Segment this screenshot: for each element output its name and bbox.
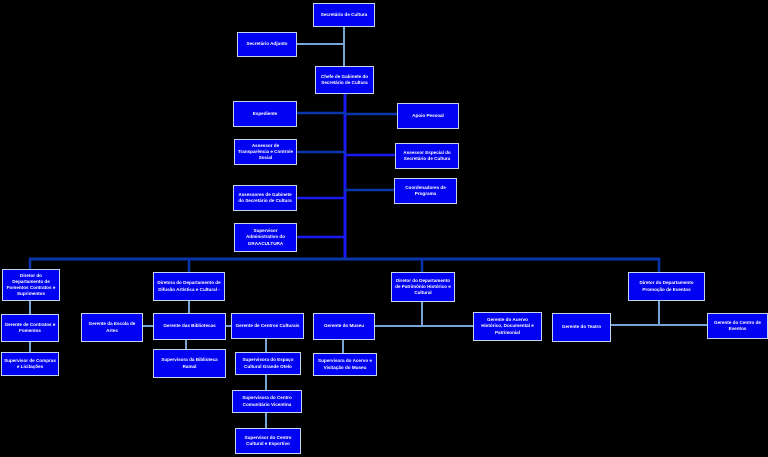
node-gerente-centro-eventos: Gerente do Centro de Eventos (707, 313, 768, 339)
node-apoio-pessoal: Apoio Pessoal (397, 103, 459, 129)
node-gerente-teatro: Gerente do Teatro (552, 313, 611, 342)
node-secretario-de-cultura: Secretário de Cultura (313, 3, 375, 27)
node-supervisora-espaco-cultural: Supervisora do Espaço Cultural Grande Ot… (235, 352, 301, 375)
node-chefe-de-gabinete: Chefe de Gabinete do Secretário de Cultu… (315, 66, 374, 94)
node-secretario-adjunto: Secretário Adjunto (237, 32, 297, 57)
node-diretor-patrimonio: Diretor do Departamento de Patrimônio Hi… (391, 272, 455, 302)
node-assessor-transparencia: Assessor de Transparência e Controle Soc… (234, 139, 297, 165)
node-supervisor-administrativo: Supervisor Administrativo do GRAACULTURA (234, 223, 297, 252)
node-expediente: Expediente (233, 101, 297, 127)
node-gerente-museu: Gerente do Museu (313, 313, 375, 340)
node-diretor-promocao: Diretor do Departamento Promoção de Even… (628, 272, 705, 301)
node-assessores-gabinete: Assessores de Gabinete do Secretário de … (233, 185, 297, 211)
node-diretora-difusao: Diretora do Departamento de Difusão Artí… (153, 272, 225, 301)
node-supervisor-compras: Supervisor de Compras e Licitações (1, 352, 59, 376)
node-supervisora-biblioteca-ramal: Supervisora da Biblioteca Ramal (153, 349, 226, 378)
node-gerente-bibliotecas: Gerente das Bibliotecas (153, 313, 226, 340)
node-supervisora-centro-comunitario: Supervisora do Centro Comunitário Vicent… (232, 390, 302, 413)
node-gerente-centros-culturais: Gerente de Centros Culturais (231, 313, 304, 339)
node-supervisor-centro-esportivo: Supervisor do Centro Cultural e Esportiv… (235, 428, 301, 454)
node-supervisora-acervo-visitacao: Supervisora do Acervo e Visitação do Mus… (313, 353, 377, 376)
node-assessor-especial: Assessor Especial do Secretário de Cultu… (395, 143, 459, 169)
node-gerente-contratos: Gerente de Contratos e Fomentos (1, 314, 59, 342)
node-diretor-fomentos: Diretor do Departamento de Fomentos Cont… (2, 269, 60, 301)
node-gerente-acervo: Gerente do Acervo Histórico, Documental … (473, 312, 542, 341)
node-coordenadores-programa: Coordenadores de Programa (394, 178, 457, 204)
node-gerente-escola-artes: Gerente da Escola de Artes (81, 313, 143, 342)
